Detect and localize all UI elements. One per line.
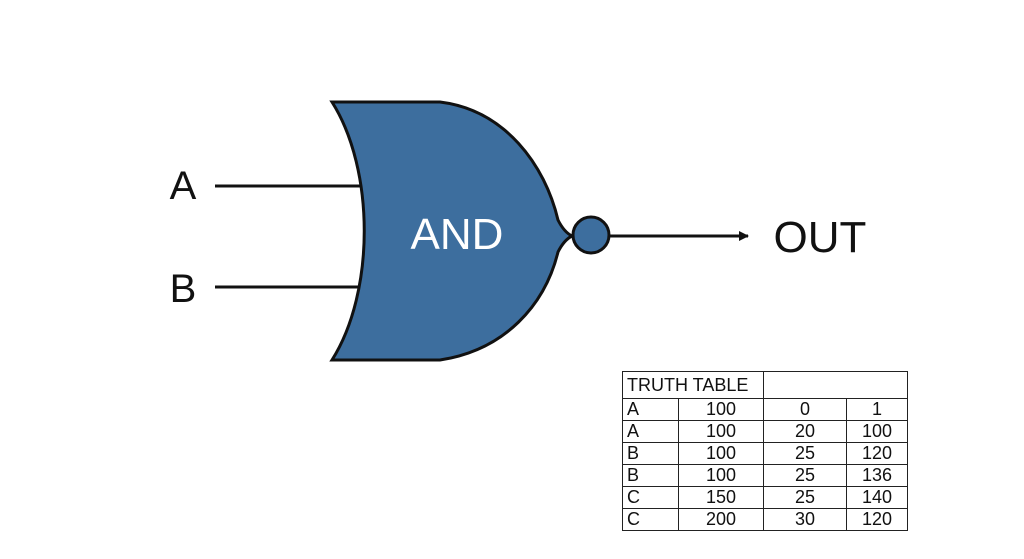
truth-table-body: TRUTH TABLE A 100 0 1 A 100 20 100 B 100… [622, 371, 908, 531]
table-cell: A [622, 420, 679, 443]
table-row: A 100 20 100 [622, 420, 908, 443]
table-row: C 150 25 140 [622, 486, 908, 509]
table-cell: B [622, 442, 679, 465]
table-cell: 30 [763, 508, 847, 531]
truth-table: TRUTH TABLE A 100 0 1 A 100 20 100 B 100… [622, 371, 908, 531]
table-row: A 100 0 1 [622, 398, 908, 421]
table-cell: 25 [763, 486, 847, 509]
table-row: B 100 25 120 [622, 442, 908, 465]
table-cell: 136 [846, 464, 908, 487]
gate-label: AND [411, 210, 504, 259]
table-cell: A [622, 398, 679, 421]
gate-body [329, 100, 576, 362]
table-cell: 100 [678, 464, 764, 487]
table-cell: 200 [678, 508, 764, 531]
table-cell: 100 [678, 398, 764, 421]
truth-table-title: TRUTH TABLE [622, 371, 764, 399]
output-label: OUT [774, 213, 867, 262]
table-cell: 120 [846, 508, 908, 531]
table-cell: C [622, 486, 679, 509]
table-cell: 1 [846, 398, 908, 421]
table-row: B 100 25 136 [622, 464, 908, 487]
inversion-bubble [571, 215, 611, 255]
input-a-label: A [170, 164, 197, 208]
truth-table-header-row: TRUTH TABLE [622, 371, 908, 399]
table-cell: 25 [763, 464, 847, 487]
table-cell: 100 [678, 442, 764, 465]
table-cell: 100 [846, 420, 908, 443]
table-cell: 150 [678, 486, 764, 509]
input-b-label: B [170, 267, 197, 311]
table-cell: 20 [763, 420, 847, 443]
table-cell: 120 [846, 442, 908, 465]
truth-table-header-empty [763, 371, 908, 399]
table-cell: B [622, 464, 679, 487]
table-cell: 0 [763, 398, 847, 421]
table-cell: 100 [678, 420, 764, 443]
table-cell: C [622, 508, 679, 531]
table-row: C 200 30 120 [622, 508, 908, 531]
table-cell: 140 [846, 486, 908, 509]
table-cell: 25 [763, 442, 847, 465]
